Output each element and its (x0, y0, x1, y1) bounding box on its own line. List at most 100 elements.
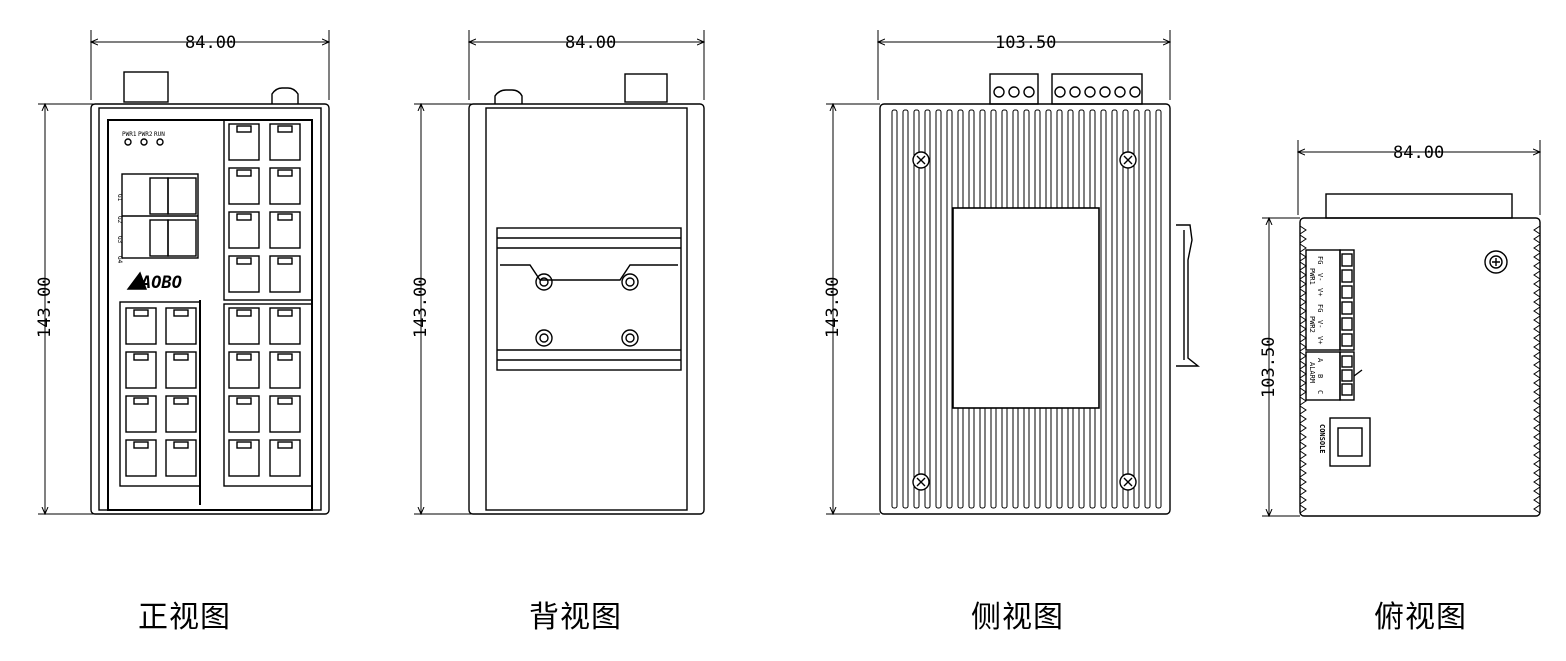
edge-fin-right (1533, 333, 1541, 343)
edge-fin-left (1299, 288, 1307, 298)
back-top-terminal (624, 73, 668, 103)
front-height-dimension (38, 104, 95, 514)
led-label-pwr1: PWR1 (122, 131, 137, 138)
rj45-port (228, 395, 260, 433)
fin (1100, 109, 1107, 509)
pwr2-group-label: PWR2 (1308, 316, 1316, 333)
alarm-pin (1341, 369, 1353, 382)
edge-fin-left (1299, 225, 1307, 235)
side-width-label: 103.50 (995, 33, 1056, 53)
side-terminal-blocks (989, 73, 1143, 105)
side-width-dimension (878, 30, 1170, 100)
edge-fin-right (1533, 495, 1541, 505)
edge-fin-right (1533, 243, 1541, 253)
front-led-group (124, 138, 164, 146)
top-body (1299, 217, 1541, 517)
edge-fin-right (1533, 360, 1541, 370)
term-label-vm1: V- (1316, 273, 1324, 281)
term-label-fg2: FG (1316, 304, 1324, 312)
fin (913, 109, 920, 509)
back-height-dimension (414, 104, 472, 514)
rj45-port (228, 211, 260, 249)
rj45-port (125, 307, 157, 345)
alarm-terminal-pins (1341, 355, 1353, 396)
terminal-pin (1341, 301, 1353, 315)
edge-fin-right (1533, 468, 1541, 478)
edge-fin-left (1299, 360, 1307, 370)
edge-fin-right (1533, 297, 1541, 307)
rj45-port (269, 395, 301, 433)
edge-fin-right (1533, 504, 1541, 514)
edge-fin-right (1533, 432, 1541, 442)
rj45-port (269, 167, 301, 205)
alarm-label-a: A (1316, 358, 1324, 363)
edge-fin-left (1299, 423, 1307, 433)
fin (924, 109, 931, 509)
side-view (826, 30, 1200, 515)
terminal-pin (1341, 285, 1353, 299)
rj45-port (165, 351, 197, 389)
edge-fin-right (1533, 270, 1541, 280)
front-body (90, 103, 330, 515)
edge-fin-left (1299, 252, 1307, 262)
power-terminal-pins (1341, 253, 1353, 347)
edge-fin-left (1299, 441, 1307, 451)
rj45-port (269, 211, 301, 249)
rj45-port (228, 123, 260, 161)
edge-fin-right (1533, 234, 1541, 244)
caption-top-view: 俯视图 (1374, 600, 1467, 635)
dimension-labels: 84.00 84.00 103.50 84.00 143.00 143.00 1… (35, 33, 1444, 398)
edge-fin-left (1299, 405, 1307, 415)
rj45-port (228, 307, 260, 345)
edge-fin-left (1299, 459, 1307, 469)
edge-fin-left (1299, 270, 1307, 280)
edge-fin-left (1299, 387, 1307, 397)
back-width-dimension (469, 30, 704, 100)
side-body (879, 103, 1171, 515)
top-ground-screw (1484, 250, 1508, 274)
edge-fin-right (1533, 279, 1541, 289)
edge-fin-left (1299, 234, 1307, 244)
port-frame-lower-right (223, 303, 313, 487)
edge-fin-right (1533, 486, 1541, 496)
edge-fin-left (1299, 261, 1307, 271)
edge-fin-left (1299, 243, 1307, 253)
alarm-pin (1341, 383, 1353, 396)
edge-fin-right (1533, 459, 1541, 469)
rj45-port (269, 307, 301, 345)
edge-fin-right (1533, 441, 1541, 451)
edge-fin-left (1299, 495, 1307, 505)
front-small-labels: PWR1 PWR2 RUN G1 G2 G3 G4 (116, 131, 165, 264)
edge-fin-left (1299, 297, 1307, 307)
edge-fin-left (1299, 351, 1307, 361)
edge-fin-left (1299, 432, 1307, 442)
brand-text: AOBO (140, 273, 182, 293)
fin (1155, 109, 1162, 509)
alarm-pin (1341, 355, 1353, 368)
edge-fin-left (1299, 504, 1307, 514)
alarm-label-b: B (1316, 374, 1324, 378)
top-width-label: 84.00 (1393, 143, 1444, 163)
back-height-label: 143.00 (411, 277, 431, 338)
edge-fin-left (1299, 486, 1307, 496)
rj45-port (269, 351, 301, 389)
aobo-logo: AOBO (126, 271, 182, 293)
fin (935, 109, 942, 509)
edge-fin-right (1533, 306, 1541, 316)
terminal-pin (1341, 333, 1353, 347)
edge-fin-left (1299, 396, 1307, 406)
edge-fin-right (1533, 315, 1541, 325)
term-label-vm2: V- (1316, 320, 1324, 328)
edge-fin-left (1299, 333, 1307, 343)
edge-fin-left (1299, 369, 1307, 379)
rj45-port (228, 439, 260, 477)
rj45-port (228, 255, 260, 293)
front-view: AOBO (38, 30, 329, 514)
side-label-area (952, 207, 1100, 409)
top-height-dimension (1262, 218, 1300, 516)
fin (891, 109, 898, 509)
rj45-port (125, 395, 157, 433)
edge-fin-right (1533, 369, 1541, 379)
port-frame-lower-left (119, 301, 201, 487)
